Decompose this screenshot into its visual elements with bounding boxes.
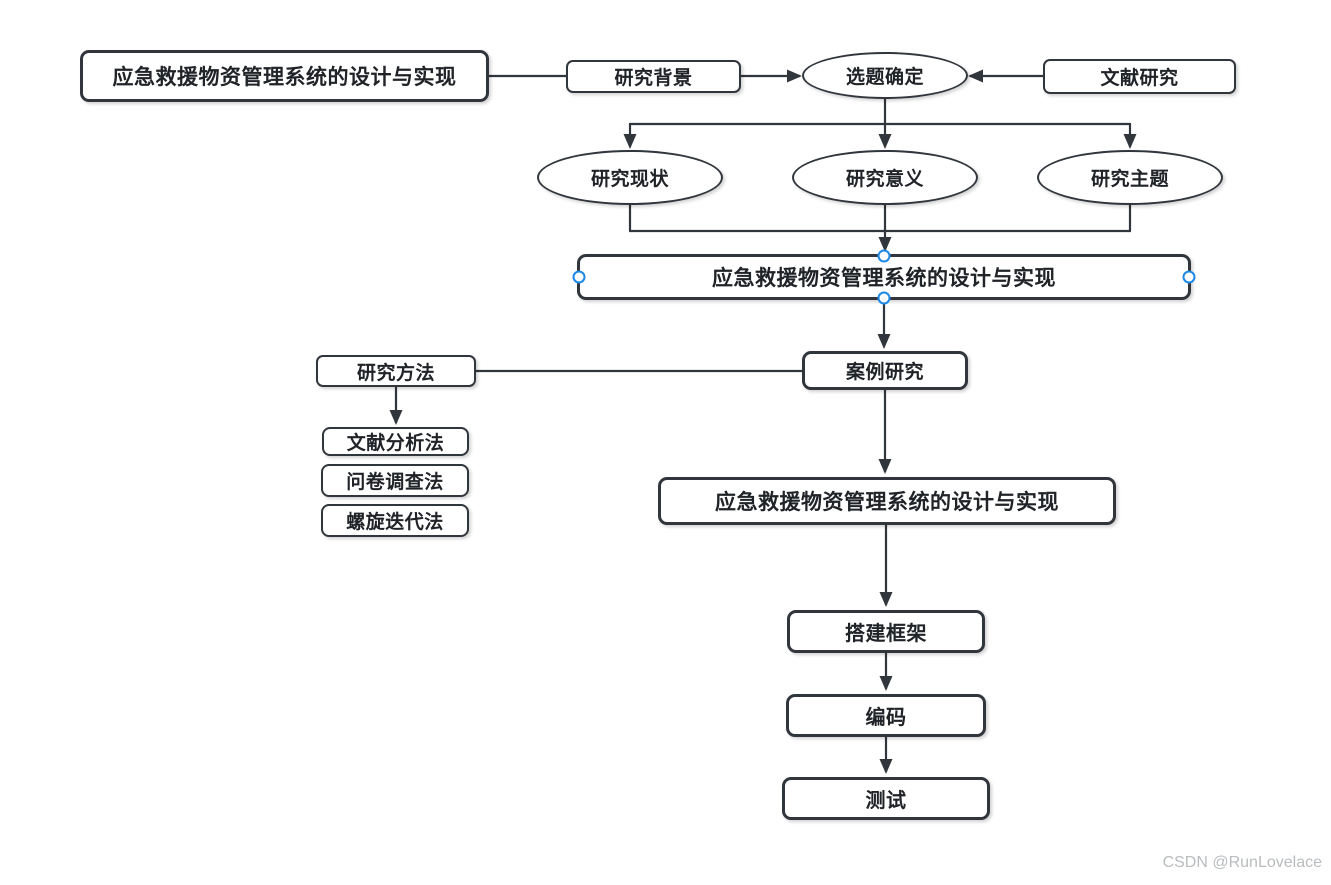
node-research-status-label: 研究现状 <box>590 169 669 190</box>
node-literature-research[interactable]: 文献研究 <box>1043 59 1236 94</box>
node-research-background-label: 研究背景 <box>614 68 693 89</box>
node-testing[interactable]: 测试 <box>782 777 990 820</box>
node-coding[interactable]: 编码 <box>786 694 986 737</box>
node-coding-label: 编码 <box>865 707 907 729</box>
node-case-study-label: 案例研究 <box>845 362 924 383</box>
node-topic-selection-label: 选题确定 <box>845 67 924 88</box>
node-testing-label: 测试 <box>865 790 907 812</box>
node-title-selected-label: 应急救援物资管理系统的设计与实现 <box>712 267 1056 290</box>
node-research-method[interactable]: 研究方法 <box>316 355 476 387</box>
node-research-status[interactable]: 研究现状 <box>537 150 723 205</box>
node-research-theme[interactable]: 研究主题 <box>1037 150 1223 205</box>
connection-handle-bottom[interactable] <box>877 291 891 305</box>
node-literature-analysis[interactable]: 文献分析法 <box>322 427 469 456</box>
node-title-top-label: 应急救援物资管理系统的设计与实现 <box>112 66 457 89</box>
connection-handle-right[interactable] <box>1182 270 1196 284</box>
node-research-significance[interactable]: 研究意义 <box>792 150 978 205</box>
csdn-watermark: CSDN @RunLovelace <box>1162 854 1322 871</box>
node-research-method-label: 研究方法 <box>356 362 435 384</box>
node-title-mid[interactable]: 应急救援物资管理系统的设计与实现 <box>658 477 1116 525</box>
node-title-top[interactable]: 应急救援物资管理系统的设计与实现 <box>80 50 489 102</box>
connection-handle-top[interactable] <box>877 249 891 263</box>
node-build-framework[interactable]: 搭建框架 <box>787 610 985 653</box>
node-research-theme-label: 研究主题 <box>1090 169 1169 190</box>
node-questionnaire-survey[interactable]: 问卷调查法 <box>321 464 469 497</box>
node-title-mid-label: 应急救援物资管理系统的设计与实现 <box>715 491 1059 514</box>
node-research-significance-label: 研究意义 <box>845 169 924 190</box>
node-literature-analysis-label: 文献分析法 <box>346 433 445 454</box>
node-literature-research-label: 文献研究 <box>1100 68 1179 89</box>
node-research-background[interactable]: 研究背景 <box>566 60 741 93</box>
connection-handle-left[interactable] <box>572 270 586 284</box>
node-topic-selection[interactable]: 选题确定 <box>802 52 968 99</box>
node-questionnaire-survey-label: 问卷调查法 <box>346 472 444 493</box>
node-case-study[interactable]: 案例研究 <box>802 351 968 390</box>
node-build-framework-label: 搭建框架 <box>845 623 927 645</box>
node-title-selected[interactable]: 应急救援物资管理系统的设计与实现 <box>572 249 1196 305</box>
node-spiral-iteration-label: 螺旋迭代法 <box>346 512 444 533</box>
node-spiral-iteration[interactable]: 螺旋迭代法 <box>321 504 469 537</box>
